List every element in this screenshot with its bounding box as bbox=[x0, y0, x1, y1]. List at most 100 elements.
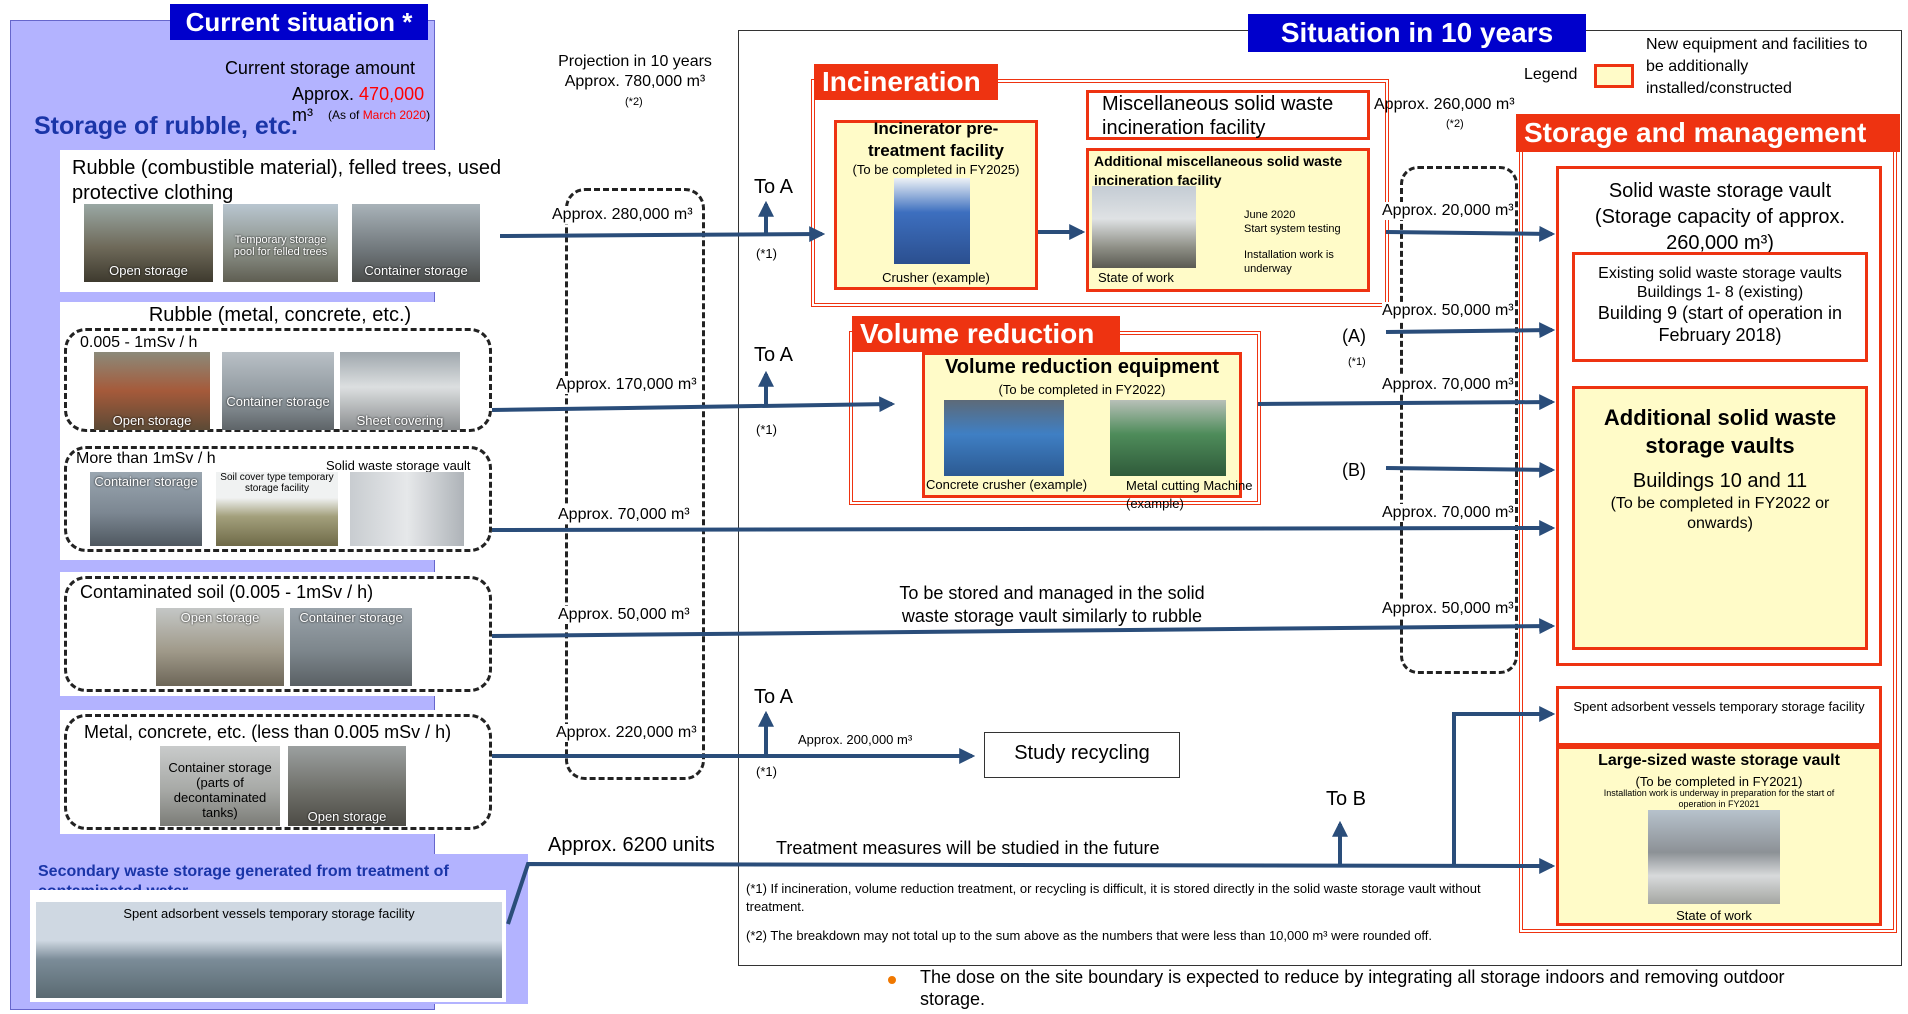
storage-of-rubble-title: Storage of rubble, etc. bbox=[34, 112, 298, 140]
photo-felled-trees-pool: Temporary storage pool for felled trees bbox=[223, 204, 338, 282]
misc-state-of-work: State of work bbox=[1098, 270, 1174, 285]
label-a: (A) bbox=[1342, 326, 1366, 346]
metal-low-block bbox=[60, 710, 500, 834]
spent-adsorbent-text: Spent adsorbent vessels temporary storag… bbox=[1573, 699, 1865, 714]
metal-low-group bbox=[64, 714, 492, 830]
volume-equipment-sub: (To be completed in FY2022) bbox=[998, 382, 1166, 397]
right-row-1: Approx. 20,000 m³ bbox=[1382, 202, 1514, 220]
proj-metal-low: Approx. 220,000 m³ bbox=[556, 724, 697, 742]
soil-title: Contaminated soil (0.005 - 1mSv / h) bbox=[80, 582, 374, 602]
photo-spent-adsorbent-facility: Spent adsorbent vessels temporary storag… bbox=[36, 902, 502, 998]
arrow-volume-to-vault bbox=[1257, 394, 1556, 411]
as-of-date: (As of March 2020) bbox=[328, 108, 431, 122]
proj-high-dose: Approx. 70,000 m³ bbox=[558, 506, 690, 524]
legend-swatch bbox=[1594, 64, 1634, 88]
incineration-header: Incineration bbox=[814, 64, 998, 100]
crusher-photo bbox=[894, 178, 970, 264]
arrow-low-dose-to-volume bbox=[491, 396, 896, 413]
incin-output: Approx. 260,000 m³ bbox=[1374, 96, 1515, 113]
right-row-5: Approx. 50,000 m³ bbox=[1382, 600, 1514, 618]
additional-vaults-title: Additional solid waste storage vaults bbox=[1603, 405, 1837, 458]
label-a-note: (*1) bbox=[1348, 356, 1366, 368]
arrow-branch-to-spent bbox=[1452, 706, 1556, 866]
arrow-secondary-to-storage bbox=[506, 857, 1556, 925]
misc-facility-title: Miscellaneous solid waste incineration f… bbox=[1102, 93, 1334, 139]
note1-1: (*1) bbox=[756, 246, 777, 261]
footnote-2: (*2) The breakdown may not total up to t… bbox=[746, 928, 1433, 943]
photo-container-storage-3: Container storage bbox=[90, 472, 202, 546]
current-situation-header: Current situation * bbox=[170, 4, 428, 40]
large-waste-vault-note: Installation work is underway in prepara… bbox=[1603, 788, 1835, 809]
volume-reduction-header: Volume reduction bbox=[852, 316, 1120, 352]
proj-soil: Approx. 50,000 m³ bbox=[558, 606, 690, 624]
bottom-bullet-dot bbox=[888, 976, 896, 984]
photo-sheet-covering: Sheet covering bbox=[340, 352, 460, 430]
low-dose-group bbox=[64, 328, 492, 432]
note1-2: (*1) bbox=[756, 422, 777, 437]
treatment-future-text: Treatment measures will be studied in th… bbox=[776, 838, 1160, 858]
large-vault-photo bbox=[1648, 810, 1780, 904]
volume-equipment-title: Volume reduction equipment bbox=[944, 356, 1220, 378]
pretreatment-sub: (To be completed in FY2025) bbox=[852, 162, 1020, 177]
study-recycling-text: Study recycling bbox=[1014, 742, 1150, 764]
arrow-b-to-vault bbox=[1385, 461, 1556, 478]
current-storage-label: Current storage amount bbox=[224, 58, 416, 78]
projection-column bbox=[565, 188, 705, 780]
large-waste-vault-title: Large-sized waste storage vault bbox=[1598, 752, 1840, 769]
spent-adsorbent-box bbox=[1556, 686, 1882, 746]
metal-cutting-caption: Metal cutting Machine (example) bbox=[1126, 478, 1253, 511]
high-dose-group bbox=[64, 446, 492, 552]
misc-facility-box bbox=[1086, 90, 1370, 140]
right-row-2: Approx. 50,000 m³ bbox=[1382, 302, 1514, 320]
arrow-combustible-to-pretreatment bbox=[499, 226, 826, 243]
proj-combustible: Approx. 280,000 m³ bbox=[552, 206, 693, 224]
footnote-1: (*1) If incineration, volume reduction t… bbox=[746, 881, 1481, 914]
incineration-group bbox=[811, 79, 1389, 307]
photo-container-storage-2: Container storage bbox=[222, 352, 334, 430]
misc-facility-photo bbox=[1092, 186, 1196, 268]
projection-note: (*2) bbox=[625, 96, 643, 108]
arrow-incin-to-vault bbox=[1385, 225, 1556, 242]
high-dose-label: More than 1mSv / h bbox=[76, 450, 216, 467]
stored-like-rubble-text: To be stored and managed in the solid wa… bbox=[899, 583, 1205, 626]
study-recycling-box bbox=[984, 732, 1180, 778]
additional-vaults-box bbox=[1572, 386, 1868, 650]
photo-open-storage: Open storage bbox=[84, 204, 213, 282]
photo-soil-container-storage: Container storage bbox=[290, 608, 412, 686]
recycling-amount: Approx. 200,000 m³ bbox=[798, 732, 913, 747]
metal-title: Rubble (metal, concrete, etc.) bbox=[148, 304, 412, 326]
legend-label: Legend bbox=[1524, 66, 1578, 83]
low-dose-label: 0.005 - 1mSv / h bbox=[80, 334, 198, 351]
storage-management-header: Storage and management bbox=[1516, 114, 1900, 152]
arrow-a-to-vault bbox=[1385, 322, 1556, 339]
solid-waste-vault-title: Solid waste storage vault (Storage capac… bbox=[1594, 180, 1846, 254]
photo-solid-waste-vault-interior bbox=[350, 472, 464, 546]
photo-soil-open-storage: Open storage bbox=[156, 608, 284, 686]
additional-vaults-sub: (To be completed in FY2022 or onwards) bbox=[1610, 495, 1830, 532]
bottom-bullet-text: The dose on the site boundary is expecte… bbox=[920, 967, 1785, 1009]
additional-misc-title: Additional miscellaneous solid waste inc… bbox=[1094, 153, 1343, 188]
photo-metal-open-storage: Open storage bbox=[288, 746, 406, 826]
photo-container-storage: Container storage bbox=[352, 204, 480, 282]
photo-open-storage-2: Open storage bbox=[94, 352, 210, 430]
right-row-3: Approx. 70,000 m³ bbox=[1382, 376, 1514, 394]
current-storage-value: Approx. 470,000 m³ bbox=[292, 84, 425, 125]
existing-vaults-box bbox=[1572, 252, 1868, 362]
soil-group bbox=[64, 576, 492, 692]
photo-decontaminated-tanks: Container storage (parts of decontaminat… bbox=[160, 746, 280, 826]
arrow-high-dose-to-vault bbox=[491, 520, 1556, 537]
incin-output-note: (*2) bbox=[1446, 118, 1464, 130]
arrow-soil-to-vault bbox=[491, 618, 1556, 638]
crusher-caption: Crusher (example) bbox=[882, 270, 990, 285]
to-a-label-1: To A bbox=[754, 176, 793, 198]
right-dashed-column bbox=[1400, 166, 1518, 674]
photo-soil-cover-facility: Soil cover type temporary storage facili… bbox=[216, 472, 338, 546]
proj-units: Approx. 6200 units bbox=[548, 834, 715, 856]
to-a-label-2: To A bbox=[754, 344, 793, 366]
metal-low-title: Metal, concrete, etc. (less than 0.005 m… bbox=[84, 722, 452, 742]
right-row-4: Approx. 70,000 m³ bbox=[1382, 504, 1514, 522]
pretreatment-title: Incinerator pre-treatment facility bbox=[867, 119, 1005, 160]
